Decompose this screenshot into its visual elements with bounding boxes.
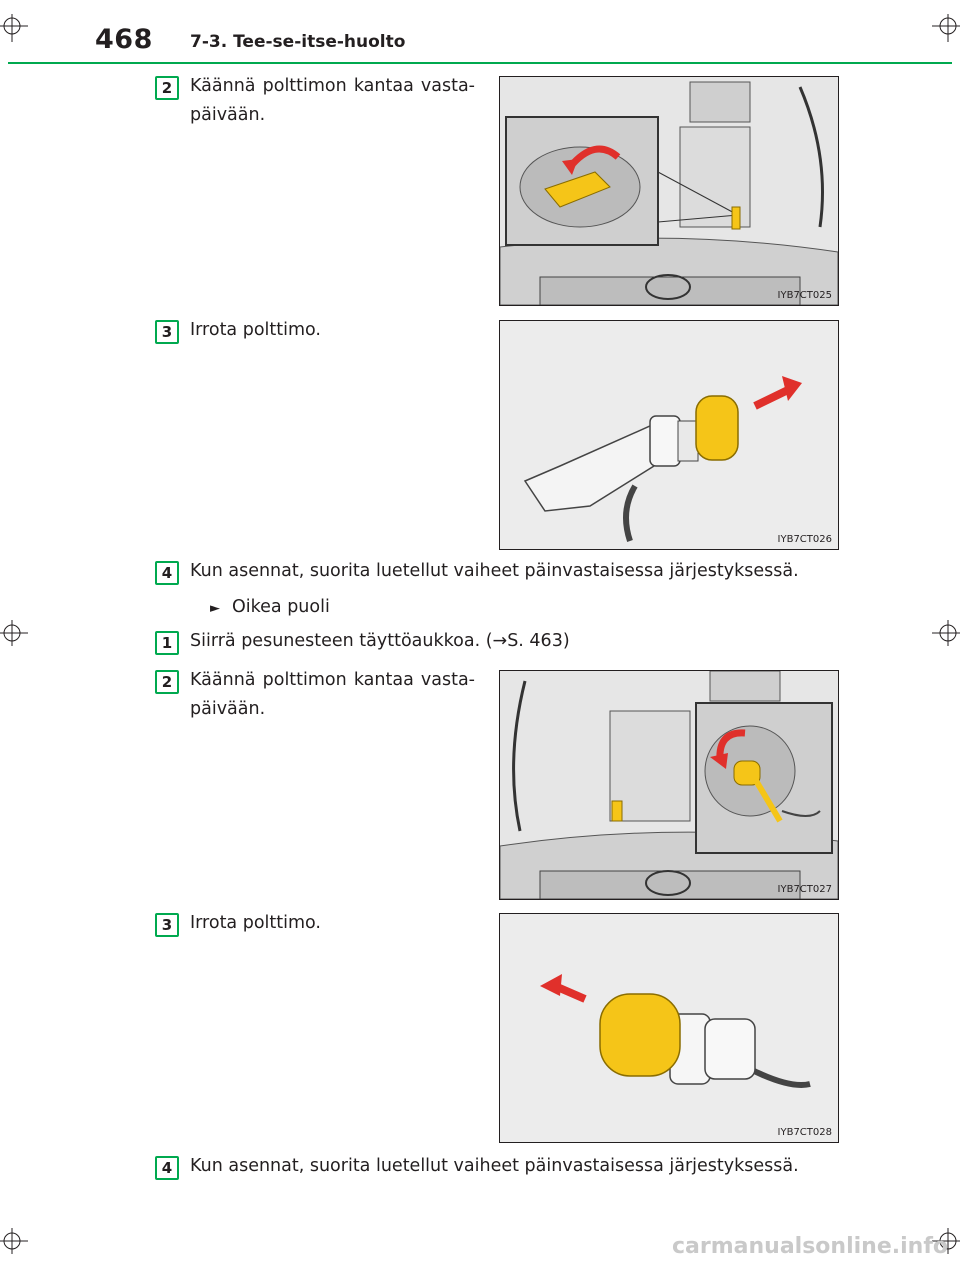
subheading: ► Oikea puoli: [210, 593, 330, 623]
crop-mark-bottom-left: [0, 1226, 30, 1256]
step-text: Käännä polttimon kantaa vasta- päivään.: [190, 72, 475, 130]
page-number: 468: [95, 24, 153, 55]
step-number: 4: [155, 561, 179, 585]
section-title: 7-3. Tee-se-itse-huolto: [190, 32, 406, 52]
header-rule: [8, 62, 952, 64]
step-text-line: päivään.: [190, 105, 266, 125]
crop-mark-top-left: [0, 14, 30, 44]
figure-code: IYB7CT026: [777, 534, 832, 545]
triangle-bullet-icon: ►: [210, 601, 220, 616]
step-number: 3: [155, 320, 179, 344]
step-text: Kun asennat, suorita luetellut vaiheet p…: [190, 1156, 799, 1176]
step-text: Irrota polttimo.: [190, 913, 321, 933]
step-number: 3: [155, 913, 179, 937]
step-text: Siirrä pesunesteen täyttöaukkoa. (→S. 46…: [190, 631, 570, 651]
step-text-line: Käännä polttimon kantaa vasta-: [190, 76, 475, 96]
subheading-text: Oikea puoli: [232, 597, 330, 617]
figure-bulb-removal-left: IYB7CT026: [499, 320, 839, 550]
figure-engine-bay-left: IYB7CT025: [499, 76, 839, 306]
figure-bulb-removal-right: IYB7CT028: [499, 913, 839, 1143]
crop-mark-bottom-right: [930, 1226, 960, 1256]
figure-code: IYB7CT028: [777, 1127, 832, 1138]
step-text-line: Käännä polttimon kantaa vasta-: [190, 670, 475, 690]
figure-code: IYB7CT027: [777, 884, 832, 895]
step-text: Käännä polttimon kantaa vasta- päivään.: [190, 666, 475, 724]
step-number: 2: [155, 76, 179, 100]
crop-mark-top-right: [930, 14, 960, 44]
watermark: carmanualsonline.info: [672, 1234, 948, 1259]
step-number: 4: [155, 1156, 179, 1180]
step-text-line: päivään.: [190, 699, 266, 719]
crop-mark-mid-left: [0, 618, 30, 648]
figure-code: IYB7CT025: [777, 290, 832, 301]
step-text: Irrota polttimo.: [190, 320, 321, 340]
step-number: 1: [155, 631, 179, 655]
step-number: 2: [155, 670, 179, 694]
step-text: Kun asennat, suorita luetellut vaiheet p…: [190, 561, 799, 581]
crop-mark-mid-right: [930, 618, 960, 648]
figure-engine-bay-right: IYB7CT027: [499, 670, 839, 900]
